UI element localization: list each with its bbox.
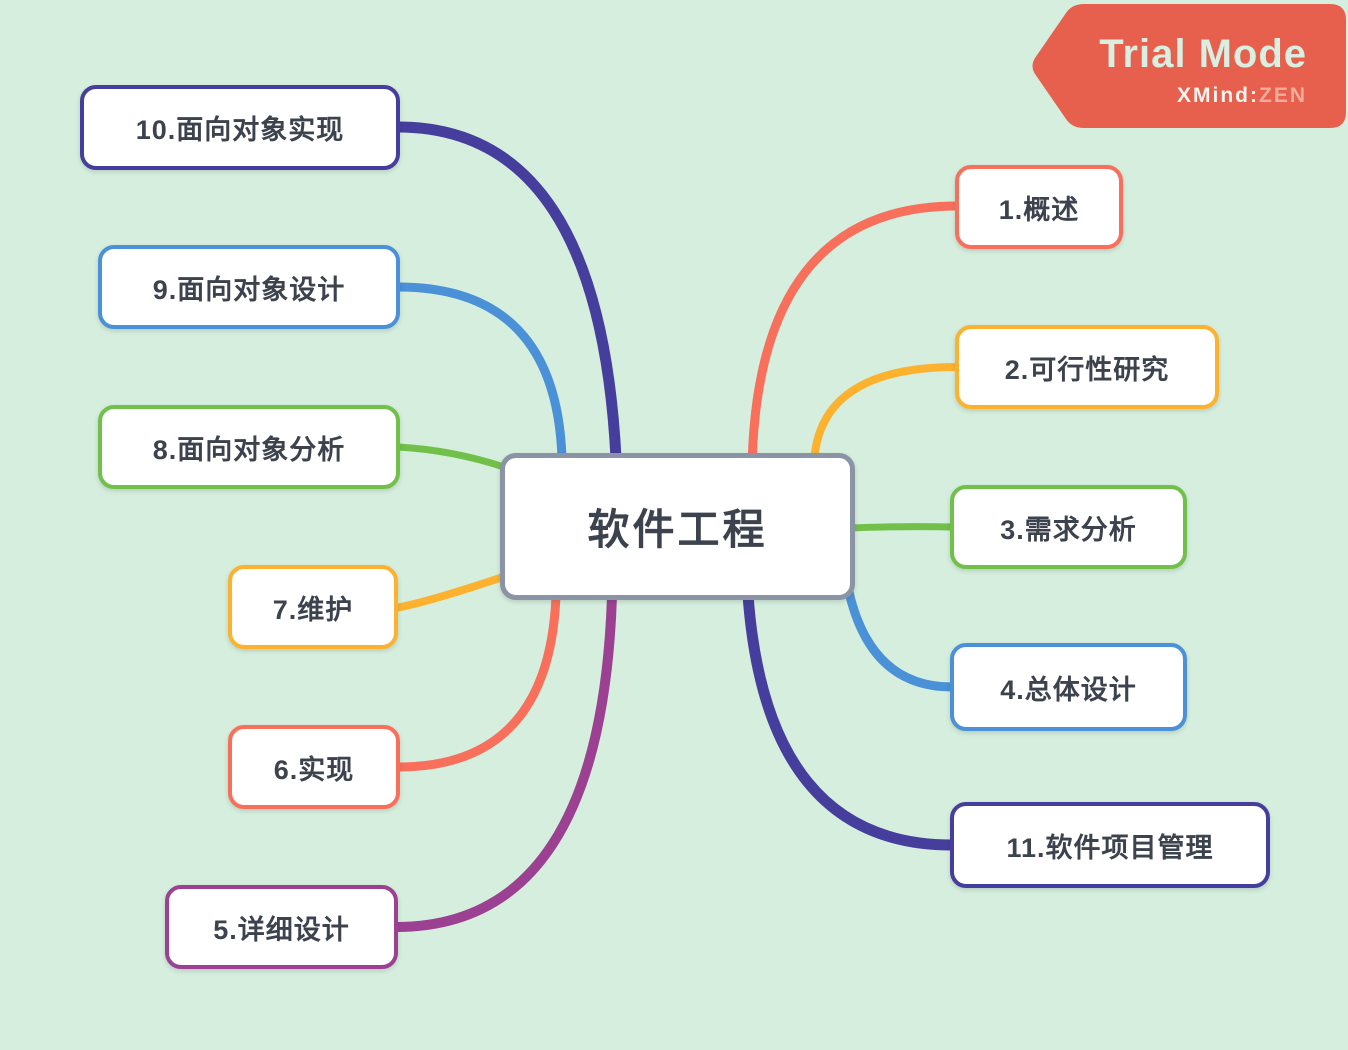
branch-curve-topic-5 [391,591,617,932]
branch-curve-topic-6 [393,591,561,772]
root-topic[interactable]: 软件工程 [500,453,855,600]
topic-3-requirements-analysis[interactable]: 3.需求分析 [950,485,1187,569]
topic-5-detailed-design[interactable]: 5.详细设计 [165,885,398,969]
topic-label: 9.面向对象设计 [152,274,346,305]
topic-11-software-project-management[interactable]: 11.软件项目管理 [950,802,1270,888]
xmind-logo-text: XMind [1177,84,1250,107]
topic-label: 6.实现 [273,754,355,785]
branch-curve-topic-10 [392,121,622,464]
branch-curve-topic-9 [393,282,567,463]
topic-label: 2.可行性研究 [1004,354,1170,385]
branch-curve-topic-7 [392,573,507,612]
topic-label: 10.面向对象实现 [135,115,345,145]
xmind-zen-logo: XMind:ZEN [1177,84,1307,108]
topic-2-feasibility-study[interactable]: 2.可行性研究 [955,325,1219,409]
topic-label: 1.概述 [998,194,1080,225]
topic-1-overview[interactable]: 1.概述 [955,165,1123,249]
topic-8-oo-analysis[interactable]: 8.面向对象分析 [98,405,400,489]
topic-label: 11.软件项目管理 [1006,832,1214,863]
trial-mode-title: Trial Mode [1099,32,1307,76]
trial-banner-flag-path [1032,4,1346,128]
branch-curve-topic-4 [844,587,957,692]
topic-label: 4.总体设计 [1000,674,1137,705]
root-topic-label: 软件工程 [587,506,768,553]
branch-curve-topic-8 [394,443,508,471]
topic-10-oo-implementation[interactable]: 10.面向对象实现 [80,85,400,170]
logo-separator: : [1250,84,1259,107]
trial-banner-flag-shape [1032,4,1346,128]
topic-9-oo-design[interactable]: 9.面向对象设计 [98,245,400,329]
branch-curve-topic-3 [845,523,956,532]
zen-logo-text: ZEN [1259,84,1307,107]
topic-label: 5.详细设计 [213,914,350,945]
branch-curve-topic-11 [742,589,958,851]
topic-7-maintenance[interactable]: 7.维护 [228,565,398,649]
branch-curve-topic-1 [747,201,962,473]
branch-curve-topic-2 [810,363,961,468]
topic-6-implementation[interactable]: 6.实现 [228,725,400,809]
topic-label: 3.需求分析 [1000,514,1137,545]
topic-label: 7.维护 [272,594,354,625]
topic-4-overall-design[interactable]: 4.总体设计 [950,643,1187,731]
trial-mode-banner[interactable]: Trial Mode XMind:ZEN [1016,0,1348,142]
topic-label: 8.面向对象分析 [152,434,346,465]
